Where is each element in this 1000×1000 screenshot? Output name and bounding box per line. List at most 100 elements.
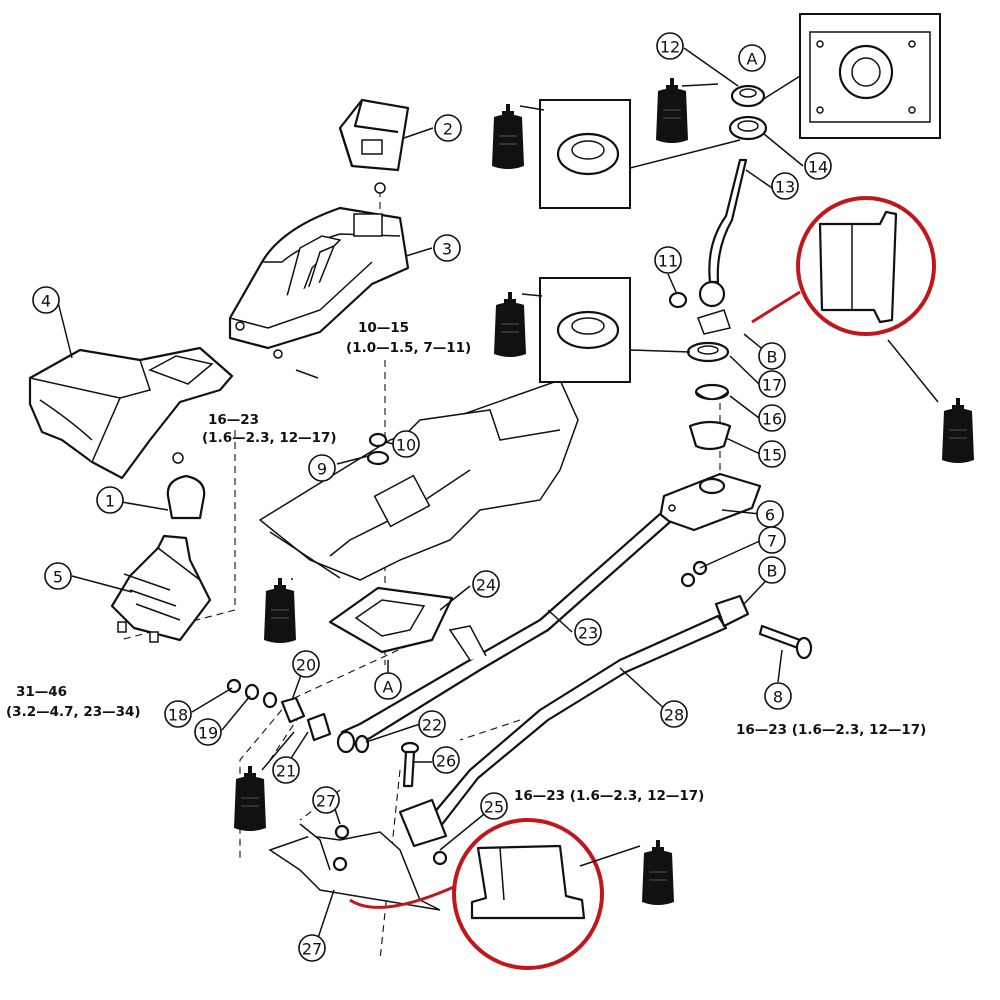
callout-circle xyxy=(758,342,786,370)
callout-circle xyxy=(418,710,446,738)
washer-10 xyxy=(368,432,388,448)
callout-label: 6 xyxy=(765,506,775,525)
callout-label: 4 xyxy=(41,292,51,311)
callout-27: 27 xyxy=(312,786,340,814)
callout-6: 6 xyxy=(756,500,784,528)
bushing-20 xyxy=(280,696,306,724)
callout-label: 2 xyxy=(443,120,453,139)
torque-console-nut-line2: (1.6—2.3, 12—17) xyxy=(202,430,337,446)
torque-bracket-nut: 16—23 (1.6—2.3, 12—17) xyxy=(514,788,704,804)
callout-label: 19 xyxy=(198,724,218,743)
callout-circle xyxy=(292,650,320,678)
bushing-22 xyxy=(336,730,370,754)
callout-18: 18 xyxy=(164,700,192,728)
callout-label: 10 xyxy=(396,436,416,455)
callout-3: 3 xyxy=(433,234,461,262)
callout-12: 12 xyxy=(656,32,684,60)
bolt-26 xyxy=(400,741,420,788)
callout-label: 24 xyxy=(476,576,496,595)
callout-A: A xyxy=(738,44,766,72)
callout-label: 20 xyxy=(296,656,316,675)
callout-label: 3 xyxy=(442,240,452,259)
callout-circle xyxy=(656,32,684,60)
callout-10: 10 xyxy=(392,430,420,458)
torque-console-bolt-line1: 10—15 xyxy=(358,320,409,336)
callout-circle xyxy=(432,746,460,774)
callout-label: B xyxy=(767,348,778,367)
callout-15: 15 xyxy=(758,440,786,468)
bushing-17 xyxy=(686,341,730,363)
callout-23: 23 xyxy=(574,618,602,646)
callout-label: 17 xyxy=(762,376,782,395)
callout-label: A xyxy=(383,678,394,697)
bolt-8 xyxy=(758,624,813,660)
callout-circle xyxy=(392,430,420,458)
callout-21: 21 xyxy=(272,756,300,784)
washer-19 xyxy=(244,683,260,701)
callout-label: 18 xyxy=(168,706,188,725)
callout-circle xyxy=(298,934,326,962)
callout-circle xyxy=(272,756,300,784)
callout-13: 13 xyxy=(771,172,799,200)
detail-box-housing xyxy=(761,13,941,139)
shift-knob-2 xyxy=(338,98,410,194)
callout-8: 8 xyxy=(764,682,792,710)
callout-label: 26 xyxy=(436,752,456,771)
callouts: 1234567891011121314151617181920212223242… xyxy=(32,32,832,962)
callout-B: B xyxy=(758,342,786,370)
seat-16 xyxy=(694,383,730,401)
callout-circle xyxy=(434,114,462,142)
callout-25: 25 xyxy=(480,792,508,820)
callout-28: 28 xyxy=(660,700,688,728)
callout-circle xyxy=(758,440,786,468)
callout-label: 21 xyxy=(276,762,296,781)
callout-label: 12 xyxy=(660,38,680,57)
callout-7: 7 xyxy=(758,526,786,554)
bushing-21 xyxy=(306,712,332,742)
callout-16: 16 xyxy=(758,404,786,432)
callout-circle xyxy=(758,370,786,398)
torque-lever-bolt-line2: (3.2—4.7, 23—34) xyxy=(6,704,141,720)
callout-27: 27 xyxy=(298,934,326,962)
callout-label: 14 xyxy=(808,158,828,177)
callout-B: B xyxy=(758,556,786,584)
callout-label: 7 xyxy=(767,532,777,551)
callout-circle xyxy=(804,152,832,180)
callout-circle xyxy=(574,618,602,646)
nut-9 xyxy=(366,450,390,466)
callout-circle xyxy=(660,700,688,728)
callout-17: 17 xyxy=(758,370,786,398)
callout-label: A xyxy=(747,50,758,69)
callout-circle xyxy=(654,246,682,274)
callout-circle xyxy=(312,786,340,814)
callout-26: 26 xyxy=(432,746,460,774)
callout-9: 9 xyxy=(308,454,336,482)
grease-leaders xyxy=(261,83,939,867)
callout-circle xyxy=(433,234,461,262)
collar-19b xyxy=(262,691,278,709)
torque-specs: 10—15 (1.0—1.5, 7—11) 16—23 (1.6—2.3, 12… xyxy=(6,320,926,804)
callout-label: 13 xyxy=(775,178,795,197)
washer-7 xyxy=(680,572,696,588)
callout-label: 25 xyxy=(484,798,504,817)
callout-label: 22 xyxy=(422,716,442,735)
callout-circle xyxy=(96,486,124,514)
floor-plate-24 xyxy=(328,586,454,654)
callout-20: 20 xyxy=(292,650,320,678)
callout-label: 11 xyxy=(658,252,678,271)
torque-lever-bolt-line1: 31—46 xyxy=(16,684,67,700)
callout-label: 1 xyxy=(105,492,115,511)
callout-circle xyxy=(758,556,786,584)
nut-11 xyxy=(668,291,688,309)
callout-label: 8 xyxy=(773,688,783,707)
callout-label: 15 xyxy=(762,446,782,465)
callout-22: 22 xyxy=(418,710,446,738)
callout-label: 16 xyxy=(762,410,782,429)
callout-circle xyxy=(758,526,786,554)
callout-label: B xyxy=(767,562,778,581)
callout-19: 19 xyxy=(194,718,222,746)
highlight-circle-bottom xyxy=(349,818,604,970)
highlight-circle-right xyxy=(751,196,936,336)
boot-5 xyxy=(110,534,212,643)
callout-11: 11 xyxy=(654,246,682,274)
